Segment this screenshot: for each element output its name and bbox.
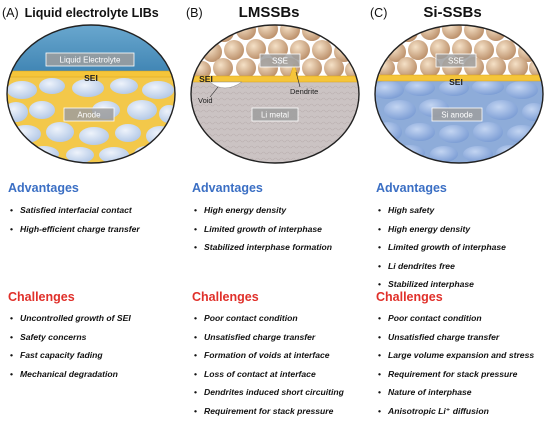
list-item: •Anisotropic Li⁺ diffusion <box>378 405 489 416</box>
list-item: •Li dendrites free <box>378 260 455 271</box>
sse-particles <box>193 25 359 79</box>
list-item: •Formation of voids at interface <box>194 350 330 361</box>
advantages-heading: Advantages <box>192 181 263 195</box>
panel-name: LMSSBs <box>238 4 300 21</box>
challenges-list: •Poor contact condition •Unsatisfied cha… <box>194 309 370 421</box>
advantages-list: •High energy density •Limited growth of … <box>194 201 370 257</box>
void-pointer <box>209 86 219 98</box>
si-ssb-schematic: SSE SEI Si anode <box>374 24 544 164</box>
list-item: •Stabilized interphase formation <box>194 242 332 253</box>
list-item: •Limited growth of interphase <box>378 242 506 253</box>
challenges-heading: Challenges <box>192 290 259 304</box>
list-item: •High safety <box>378 205 435 215</box>
list-item: •Loss of contact at interface <box>194 368 316 379</box>
bottom-label-box <box>251 107 299 122</box>
dendrite-label: Dendrite <box>290 87 318 96</box>
list-item: •Poor contact condition <box>378 313 482 323</box>
top-label: SSE <box>272 57 288 66</box>
sei-label: SEI <box>199 74 213 84</box>
panel-si-ssbs: (C) Si-SSBs <box>368 0 552 417</box>
panel-letter: (C) <box>370 6 388 20</box>
disk-outline <box>374 24 544 164</box>
li-metal-region <box>191 80 359 163</box>
list-item: •Large volume expansion and stress <box>378 350 535 361</box>
dendrite-pointer <box>295 71 301 88</box>
list-item: •Stabilized interphase <box>378 279 474 290</box>
bottom-label-box <box>63 107 115 122</box>
list-item: •Uncontrolled growth of SEI <box>10 313 131 323</box>
list-item: •High-efficient charge transfer <box>10 223 140 234</box>
advantages-heading: Advantages <box>8 181 79 195</box>
list-item: •Mechanical degradation <box>10 368 118 379</box>
lmssb-schematic: SSE SEI Void Dendrite Li metal <box>190 24 360 164</box>
list-item: •Unsatisfied charge transfer <box>194 331 316 342</box>
list-item: •Nature of interphase <box>378 387 472 398</box>
panel-title: (B) LMSSBs <box>186 4 368 22</box>
advantages-list: •Satisfied interfacial contact •High-eff… <box>10 201 186 238</box>
top-label: Liquid Electrolyte <box>60 56 121 65</box>
panel-name: Si-SSBs <box>423 4 482 21</box>
advantages-list: •High safety •High energy density •Limit… <box>378 201 554 294</box>
panel-title: (C) Si-SSBs <box>370 4 552 22</box>
list-item: •Requirement for stack pressure <box>194 405 334 416</box>
sei-layer <box>7 70 175 78</box>
challenges-list: •Uncontrolled growth of SEI •Safety conc… <box>10 309 186 383</box>
top-label-box <box>435 53 477 68</box>
list-item: •Requirement for stack pressure <box>378 368 518 379</box>
sei-layer <box>375 74 543 82</box>
list-item: •Safety concerns <box>10 331 87 342</box>
list-item: •Fast capacity fading <box>10 350 103 361</box>
panel-liquid-electrolyte: (A) Liquid electrolyte LIBs <box>0 0 184 417</box>
list-item: •Satisfied interfacial contact <box>10 205 132 215</box>
panel-name: Liquid electrolyte LIBs <box>24 6 159 20</box>
challenges-heading: Challenges <box>8 290 75 304</box>
top-label: SSE <box>448 57 464 66</box>
disk-outline <box>6 24 176 164</box>
disk-outline <box>190 24 360 164</box>
bottom-label: Anode <box>77 111 101 120</box>
void-shape <box>209 81 243 89</box>
top-label-box <box>259 53 301 68</box>
list-item: •High energy density <box>194 205 287 215</box>
list-item: •Limited growth of interphase <box>194 223 322 234</box>
sei-label: SEI <box>84 73 98 83</box>
liquid-electrolyte-schematic: Liquid Electrolyte SEI Anode <box>6 24 176 164</box>
bottom-label: Li metal <box>261 111 289 120</box>
bottom-label-box <box>431 107 483 122</box>
advantages-heading: Advantages <box>376 181 447 195</box>
challenges-list: •Poor contact condition •Unsatisfied cha… <box>378 309 554 421</box>
sei-label: SEI <box>449 77 463 87</box>
bottom-label: Si anode <box>441 111 473 120</box>
list-item: •Unsatisfied charge transfer <box>378 331 500 342</box>
sse-particles <box>377 25 543 77</box>
panel-lmssbs: (B) LMSSBs <box>184 0 368 417</box>
list-item: •Poor contact condition <box>194 313 298 323</box>
void-label: Void <box>198 96 213 105</box>
top-label-box <box>45 52 135 67</box>
panel-letter: (A) <box>2 6 19 20</box>
list-item: •Dendrites induced short circuiting <box>194 387 344 398</box>
liquid-electrolyte-region <box>7 25 175 74</box>
list-item: •High energy density <box>378 223 471 234</box>
challenges-heading: Challenges <box>376 290 443 304</box>
panel-title: (A) Liquid electrolyte LIBs <box>2 4 184 22</box>
panel-letter: (B) <box>186 6 203 20</box>
